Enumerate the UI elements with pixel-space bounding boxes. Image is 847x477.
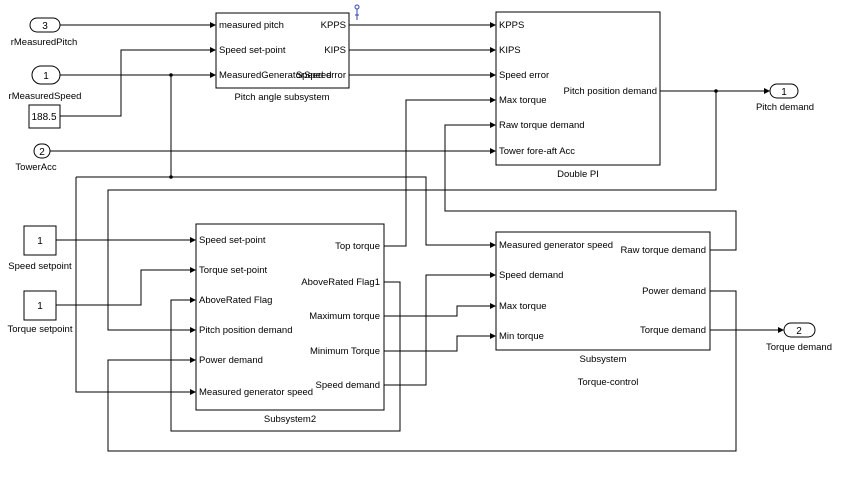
port-label: measured pitch — [219, 20, 284, 31]
port-label: Raw torque demand — [499, 120, 585, 131]
port-label: KPPS — [499, 20, 524, 31]
inport-number: 3 — [42, 21, 48, 32]
port-label: Torque demand — [640, 325, 706, 336]
port-label: Measured generator speed — [199, 387, 313, 398]
port-label: Minimum Torque — [310, 346, 380, 357]
constant-value: 1 — [37, 301, 43, 312]
constant-speed-setpoint[interactable]: 1 Speed setpoint — [8, 225, 72, 272]
constant-value: 1 — [37, 236, 43, 247]
inport-label: rMeasuredSpeed — [9, 91, 82, 102]
port-label: Tower fore-aft Acc — [499, 146, 575, 157]
block-title: Pitch angle subsystem — [234, 92, 329, 103]
wire-speed-const — [60, 49, 210, 117]
port-label: Min torque — [499, 331, 544, 342]
port-label: AboveRated Flag1 — [301, 277, 380, 288]
inport-rmeasuredpitch[interactable]: 3 rMeasuredPitch — [11, 17, 78, 48]
port-label: KIPS — [324, 45, 346, 56]
inport-label: rMeasuredPitch — [11, 37, 78, 48]
port-label: Speed demand — [499, 270, 563, 281]
port-label: Power demand — [642, 286, 706, 297]
constant-value: 188.5 — [31, 112, 56, 123]
constant-label: Torque setpoint — [8, 324, 73, 335]
outport-number: 1 — [781, 87, 787, 98]
port-label: Maximum torque — [309, 311, 380, 322]
signal-lines — [50, 22, 784, 452]
subsystem-block[interactable]: Measured generator speed Speed demand Ma… — [495, 231, 711, 365]
port-label: Power demand — [199, 355, 263, 366]
port-label: Raw torque demand — [620, 245, 706, 256]
outport-label: Pitch demand — [756, 102, 814, 113]
outport-torque-demand[interactable]: 2 Torque demand — [766, 322, 832, 353]
port-label: Max torque — [499, 95, 547, 106]
outport-number: 2 — [796, 326, 802, 337]
double-pi-block[interactable]: KPPS KIPS Speed error Max torque Raw tor… — [495, 11, 661, 180]
torque-control-label: Torque-control — [578, 377, 639, 388]
inport-label: TowerAcc — [15, 162, 56, 173]
outport-label: Torque demand — [766, 342, 832, 353]
inport-number: 1 — [43, 71, 49, 82]
constant-torque-setpoint[interactable]: 1 Torque setpoint — [8, 290, 73, 335]
port-label: KPPS — [321, 20, 346, 31]
port-label: Top torque — [335, 241, 380, 252]
block-title: Subsystem — [580, 354, 627, 365]
inport-number: 2 — [39, 147, 45, 158]
block-title: Subsystem2 — [264, 414, 316, 425]
constant-188-5[interactable]: 188.5 — [28, 104, 61, 129]
outport-pitch-demand[interactable]: 1 Pitch demand — [756, 83, 814, 113]
inport-toweracc[interactable]: 2 TowerAcc — [15, 143, 57, 173]
pitch-angle-subsystem[interactable]: measured pitch Speed set-point MeasuredG… — [215, 12, 350, 103]
signal-marker-icon — [354, 4, 360, 20]
port-label: KIPS — [499, 45, 521, 56]
constant-label: Speed setpoint — [8, 261, 72, 272]
block-title: Double PI — [557, 169, 599, 180]
wire-speed-branch — [76, 176, 490, 246]
port-label: Pitch position demand — [564, 86, 657, 97]
port-label: Pitch position demand — [199, 325, 292, 336]
port-label: Max torque — [499, 301, 547, 312]
port-label: Speed error — [499, 70, 549, 81]
port-label: Measured generator speed — [499, 240, 613, 251]
port-label: Speed set-point — [199, 235, 266, 246]
subsystem2-block[interactable]: Speed set-point Torque set-point AboveRa… — [195, 223, 385, 425]
port-label: Torque set-point — [199, 265, 267, 276]
port-label: Speed error — [296, 70, 346, 81]
port-label: AboveRated Flag — [199, 295, 272, 306]
port-label: Speed set-point — [219, 45, 286, 56]
port-label: MeasuredGeneratorSpeed — [219, 70, 332, 81]
port-label: Speed demand — [316, 380, 380, 391]
inport-rmeasuredspeed[interactable]: 1 rMeasuredSpeed — [9, 65, 82, 102]
